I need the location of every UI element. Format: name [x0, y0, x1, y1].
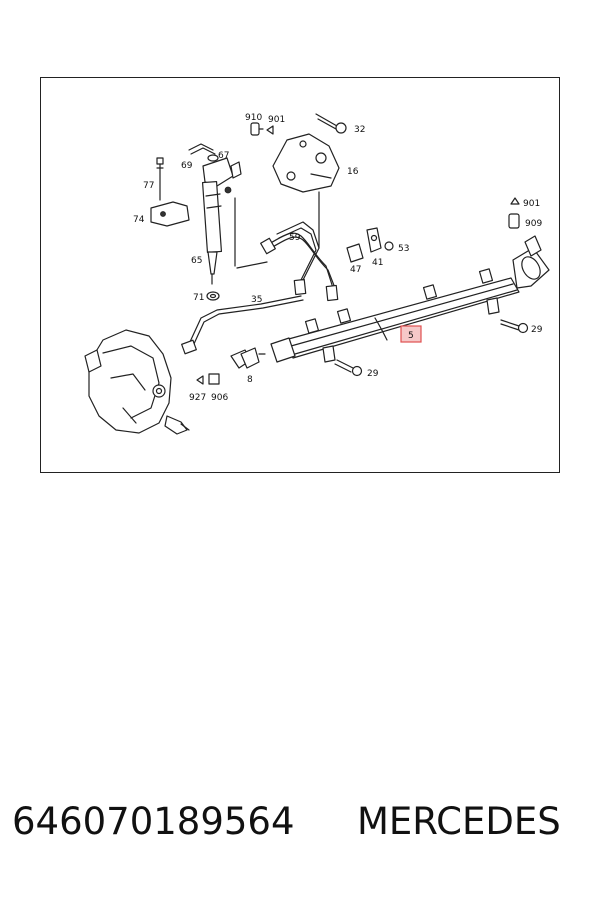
pressure-sensor-8 — [230, 347, 266, 369]
callout-909: 909 — [525, 219, 542, 229]
brand-name: MERCEDES — [357, 800, 561, 843]
common-rail-5 — [270, 235, 550, 363]
bolt-29-right — [500, 319, 529, 334]
callout-53: 53 — [398, 244, 409, 254]
injector-65 — [201, 157, 242, 285]
washer-67 — [207, 154, 219, 162]
exploded-parts-diagram: 910 901 32 69 67 16 77 74 901 909 59 65 … — [84, 113, 550, 435]
bracket-16 — [272, 133, 340, 193]
fitting-901 — [266, 125, 274, 135]
callout-59: 59 — [289, 233, 301, 243]
injection-line-59 — [260, 221, 339, 302]
callout-77: 77 — [143, 181, 154, 191]
nut-53 — [384, 241, 394, 251]
callout-35: 35 — [251, 295, 262, 305]
callout-927: 927 — [189, 393, 206, 403]
fitting-910 — [250, 122, 264, 136]
leader-lines — [234, 191, 320, 269]
callout-29-left: 29 — [367, 369, 379, 379]
callout-67: 67 — [218, 151, 229, 161]
callout-901-right: 901 — [523, 199, 540, 209]
diagram-frame: 910 901 32 69 67 16 77 74 901 909 59 65 … — [40, 77, 560, 473]
callout-910: 910 — [245, 113, 262, 123]
part-number: 646070189564 — [12, 800, 295, 843]
high-pressure-pump — [84, 329, 190, 435]
callout-901: 901 — [268, 115, 285, 125]
bolt-29-left — [334, 359, 363, 377]
clip-41 — [366, 227, 382, 253]
bracket-74 — [150, 201, 190, 227]
callout-65: 65 — [191, 256, 202, 266]
callout-16: 16 — [347, 167, 359, 177]
clamp-69 — [188, 143, 216, 155]
callout-32: 32 — [354, 125, 365, 135]
screw-77 — [156, 157, 164, 201]
highlight-box-5 — [400, 325, 422, 343]
injection-line-35 — [181, 295, 304, 355]
damper-47 — [346, 243, 364, 263]
washer-71 — [206, 291, 220, 301]
sensor-909 — [508, 213, 520, 229]
callout-41: 41 — [372, 258, 383, 268]
callout-906: 906 — [211, 393, 228, 403]
callout-29-right: 29 — [531, 325, 543, 335]
footer: 646070189564 MERCEDES — [0, 800, 600, 870]
callout-8: 8 — [247, 375, 253, 385]
callout-47: 47 — [350, 265, 361, 275]
bolt-32 — [315, 113, 347, 134]
callout-5: 5 — [408, 331, 414, 341]
callout-69: 69 — [181, 161, 193, 171]
callout-74: 74 — [133, 215, 145, 225]
fittings-927-906 — [196, 373, 220, 385]
callout-71: 71 — [193, 293, 204, 303]
fitting-901-right — [510, 197, 520, 205]
